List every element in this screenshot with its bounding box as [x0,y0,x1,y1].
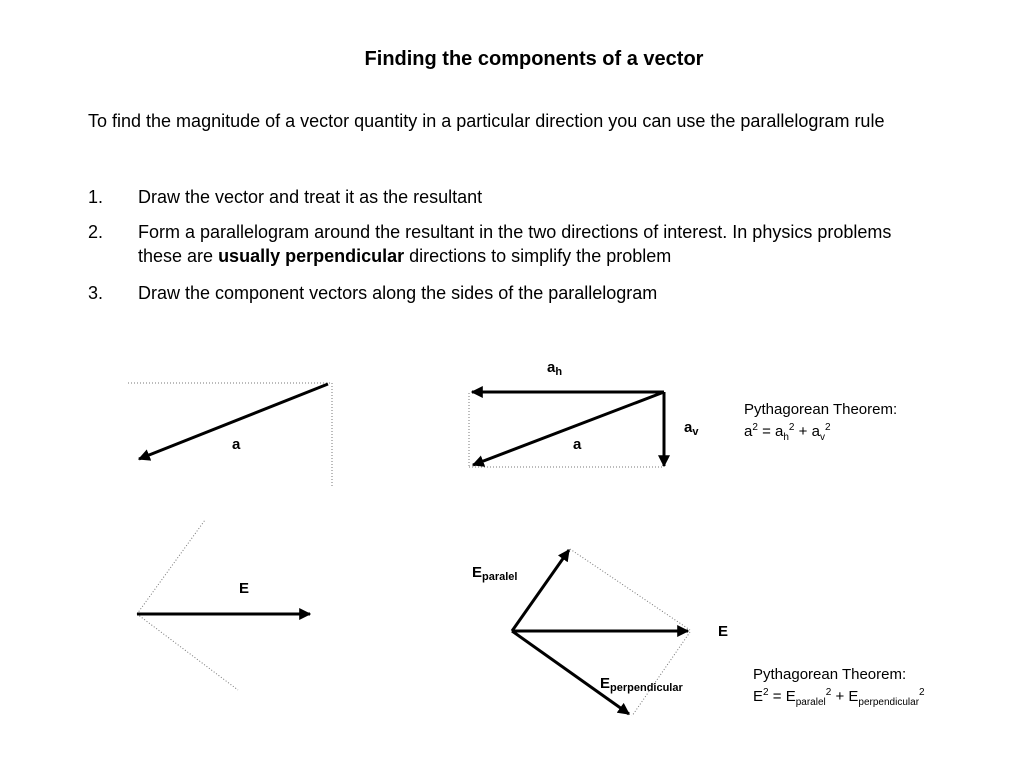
page-title: Finding the components of a vector [364,48,704,70]
horizontal-component-label: ah [547,359,562,378]
step-number: 1. [88,187,104,207]
parallel-component-label: Eparalel [472,564,517,583]
step-text-bold: usually perpendicular [218,246,405,266]
theorem-equation: a2 = ah2 + av2 [744,422,831,443]
resultant-a-arrow [471,390,665,467]
perpendicular-component-label: Eperpendicular [600,675,683,694]
step-2: 2. Form a parallelogram around the resul… [88,220,898,268]
parallel-component-arrow [510,549,571,632]
pythagorean-theorem-a: Pythagorean Theorem: a2 = ah2 + av2 [744,401,897,443]
resultant-a-label: a [573,436,582,453]
step-text: Form a parallelogram around the resultan… [138,220,898,268]
step-text-after: directions to simplify the problem [404,246,672,266]
resultant-e-label: E [718,623,728,640]
step-1: 1. Draw the vector and treat it as the r… [88,185,898,209]
theorem-heading: Pythagorean Theorem: [753,666,906,683]
theorem-equation: E2 = Eparalel2 + Eperpendicular2 [753,687,925,708]
guide-line-right-lower [631,631,691,717]
step-text: Draw the vector and treat it as the resu… [138,187,483,207]
vertical-component-label: av [684,419,699,438]
intro-paragraph: To find the magnitude of a vector quanti… [88,111,885,131]
theorem-heading: Pythagorean Theorem: [744,401,897,418]
diagram-components-e: Eparalel E Eperpendicular [472,548,728,717]
diagram-single-vector-e: E [136,519,312,691]
pythagorean-theorem-e: Pythagorean Theorem: E2 = Eparalel2 + Ep… [753,666,925,708]
step-text: Draw the component vectors along the sid… [138,283,658,303]
vector-a-label: a [232,436,241,453]
vector-a-arrow [137,382,329,461]
guide-line-upper [136,519,206,615]
perpendicular-component-arrow [511,629,630,716]
guide-line-lower [136,613,239,691]
step-3: 3. Draw the component vectors along the … [88,281,898,305]
step-number: 3. [88,283,104,303]
vector-e-label: E [239,580,249,597]
step-number: 2. [88,222,104,242]
diagram-components-a: ah av a [468,359,699,468]
diagram-single-vector-a: a [128,382,333,487]
guide-line-right-upper [569,548,691,631]
step-text-before: Form a parallelogram around the resultan… [138,222,892,266]
